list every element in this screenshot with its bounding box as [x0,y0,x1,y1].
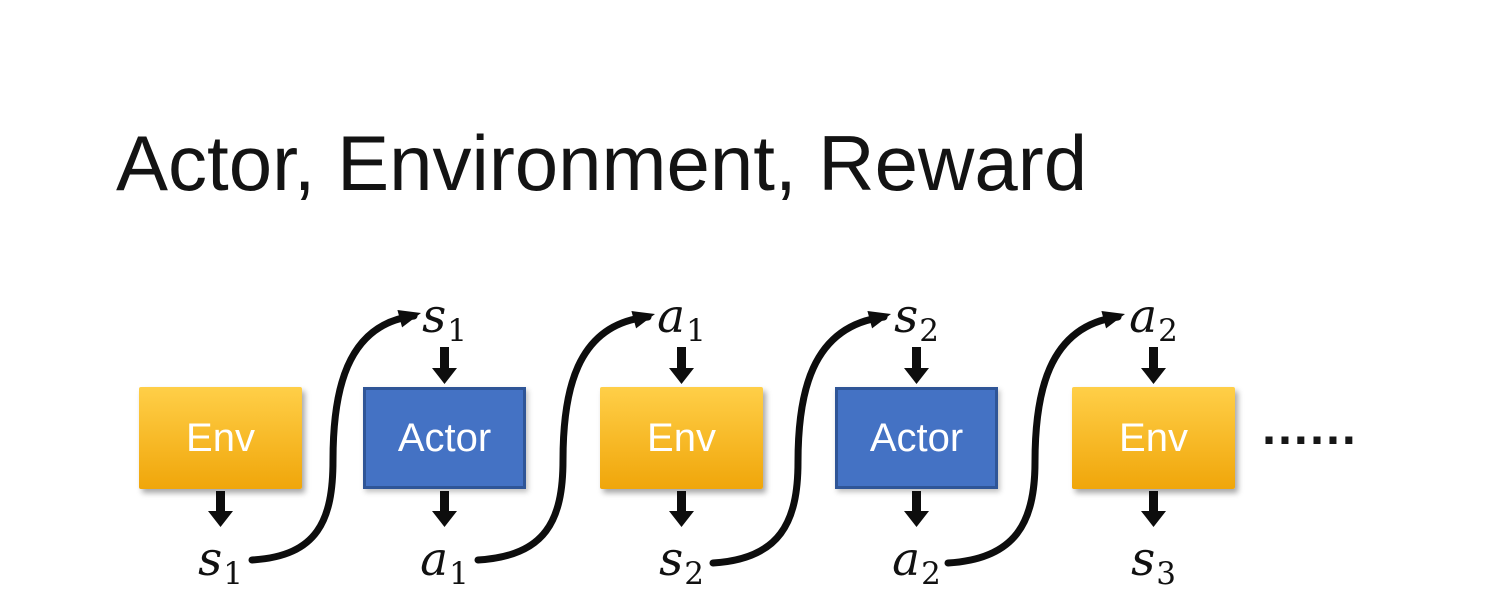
label-base: s [659,532,684,587]
arrow-head [631,311,655,329]
arrow-head [208,511,233,527]
label-base: s [422,289,447,344]
actor-box-1: Actor [363,387,526,489]
label-subscript: 3 [1156,556,1176,592]
actor-box-1-label: Actor [397,416,492,460]
arrow-head [1141,511,1166,527]
arrow-a1-into-env2 [669,347,694,384]
arrow-env2-out-s2 [669,491,694,527]
label-subscript: 1 [447,313,467,349]
label-bottom-s3: s3 [1131,536,1176,590]
env-box-3-label: Env [1119,416,1188,460]
label-subscript: 2 [684,556,704,592]
arrow-head [904,511,929,527]
label-subscript: 2 [919,313,939,349]
arrow-head [397,310,421,328]
arrow-head [1141,368,1166,384]
label-base: a [892,532,921,587]
label-base: s [198,532,223,587]
label-bottom-s1: s1 [198,536,243,590]
env-box-3: Env [1072,387,1235,489]
label-subscript: 1 [449,556,469,592]
arrow-a2-into-env3 [1141,347,1166,384]
label-bottom-s2: s2 [659,536,704,590]
actor-box-2: Actor [835,387,998,489]
arrow-actor1-out-a1 [432,491,457,527]
label-base: s [894,289,919,344]
label-top-s2: s2 [894,293,939,347]
arrow-head [904,368,929,384]
label-base: a [1129,289,1158,344]
label-bottom-a2: a2 [892,536,941,590]
arrow-head [432,511,457,527]
label-top-s1: s1 [422,293,467,347]
arrow-head [1101,311,1125,329]
env-box-1-label: Env [186,416,255,460]
arrow-head [669,511,694,527]
label-bottom-a1: a1 [420,536,469,590]
label-subscript: 2 [921,556,941,592]
arrow-actor2-out-a2 [904,491,929,527]
arrow-env3-out-s3 [1141,491,1166,527]
label-subscript: 2 [1158,313,1178,349]
arrow-env1-out-s1 [208,491,233,527]
label-subscript: 1 [686,313,706,349]
arrow-s2-into-actor2 [904,347,929,384]
label-base: s [1131,532,1156,587]
label-base: a [657,289,686,344]
slide-title: Actor, Environment, Reward [116,119,1088,207]
ellipsis-dots: …… [1260,399,1358,455]
arrow-head [432,368,457,384]
label-top-a2: a2 [1129,293,1178,347]
label-top-a1: a1 [657,293,706,347]
arrow-head [669,368,694,384]
env-box-2-label: Env [647,416,716,460]
arrow-head [867,311,891,329]
arrow-s1-into-actor1 [432,347,457,384]
label-subscript: 1 [223,556,243,592]
actor-box-2-label: Actor [869,416,964,460]
env-box-1: Env [139,387,302,489]
env-box-2: Env [600,387,763,489]
label-base: a [420,532,449,587]
